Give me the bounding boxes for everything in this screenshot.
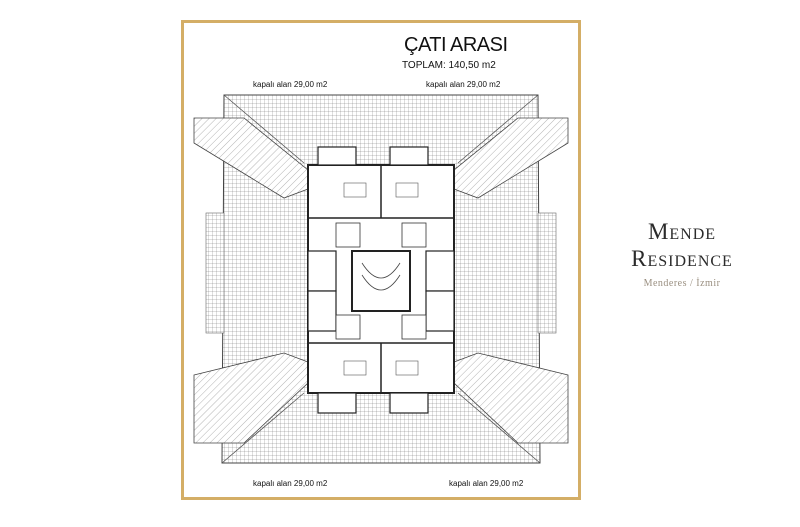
area-label-bottom-right: kapalı alan 29,00 m2 bbox=[449, 479, 524, 488]
area-label-top-right: kapalı alan 29,00 m2 bbox=[426, 80, 501, 89]
central-block bbox=[307, 146, 455, 414]
brand-name-line2: Residence bbox=[631, 246, 733, 271]
brand-logo: Mende Residence Menderes / İzmir bbox=[612, 218, 752, 289]
plan-total: TOPLAM: 140,50 m2 bbox=[402, 60, 496, 71]
brand-location: Menderes / İzmir bbox=[643, 278, 721, 289]
plan-title: ÇATI ARASI bbox=[404, 34, 508, 56]
area-label-bottom-left: kapalı alan 29,00 m2 bbox=[253, 479, 328, 488]
brand-name-line1: Mende bbox=[647, 219, 717, 244]
floor-plan-drawing bbox=[193, 94, 569, 464]
area-label-top-left: kapalı alan 29,00 m2 bbox=[253, 80, 328, 89]
